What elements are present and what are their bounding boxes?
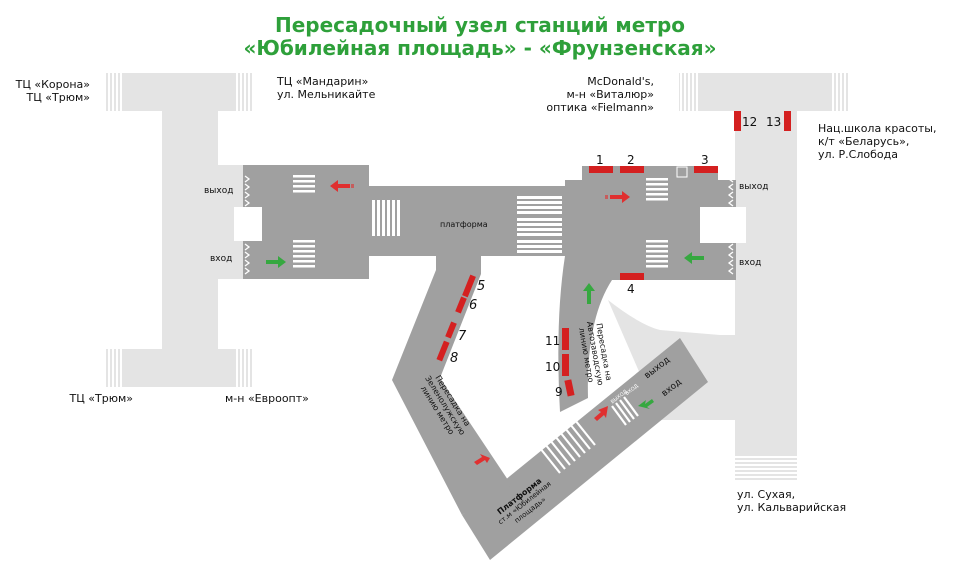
exit-number-5: 5	[477, 279, 486, 294]
red-arrow-icon	[474, 454, 490, 465]
red-arrow-icon	[594, 406, 608, 421]
stairs-icon	[104, 73, 124, 111]
exit-number-3: 3	[701, 153, 709, 167]
label-evroopt: м-н «Евроопт»	[225, 392, 309, 405]
label-fielmann: оптика «Fielmann»	[546, 101, 654, 114]
green-arrow-icon	[583, 283, 595, 304]
exit-marker-2	[620, 166, 644, 173]
exit-marker-5	[462, 274, 476, 298]
green-arrow-icon	[684, 252, 704, 264]
stairs-icon	[234, 73, 254, 111]
stairs-icon	[234, 349, 254, 387]
exit-number-4: 4	[627, 282, 635, 296]
exit-marker-12	[734, 111, 741, 131]
label-ul-suhaya: ул. Сухая,	[737, 488, 796, 501]
left-street-area	[104, 73, 254, 387]
label-tc-mandarin: ТЦ «Мандарин»	[277, 75, 369, 88]
exit-number-9: 9	[555, 385, 563, 399]
exit-marker-13	[784, 111, 791, 131]
label-ul-kalvariyskaya: ул. Кальварийская	[737, 501, 847, 514]
label-platforma-main: платформа	[440, 220, 488, 229]
label-nat-school: Нац.школа красоты,	[818, 122, 937, 135]
exit-marker-9	[564, 379, 575, 397]
stairs-icon	[830, 73, 850, 111]
exit-number-7: 7	[458, 329, 467, 344]
red-arrow-icon	[605, 191, 630, 203]
right-vestibule	[565, 166, 746, 280]
label-mcdonalds: McDonald's,	[587, 75, 654, 88]
green-arrow-icon	[266, 256, 286, 268]
exit-number-2: 2	[627, 153, 635, 167]
exit-marker-8	[436, 340, 450, 362]
label-vitalur: м-н «Виталюр»	[566, 88, 654, 101]
left-vestibule	[234, 165, 369, 279]
map-title-line1: Пересадочный узел станций метро	[274, 13, 685, 37]
main-platform	[369, 186, 565, 256]
exit-marker-7	[445, 321, 457, 339]
label-enter-right: вход	[739, 258, 762, 268]
exit-marker-4	[620, 273, 644, 280]
red-arrow-icon	[330, 180, 354, 192]
label-exit-left: выход	[204, 186, 234, 196]
green-arrow-icon	[638, 399, 654, 409]
exit-number-10: 10	[545, 360, 561, 374]
exit-markers	[436, 111, 791, 397]
label-exit-right: выход	[739, 182, 769, 192]
stairs-icon	[679, 73, 699, 111]
exit-marker-11	[562, 328, 569, 350]
right-transfer-corridor	[558, 256, 612, 412]
label-tc-korona: ТЦ «Корона»	[15, 78, 90, 91]
stairs-icon	[735, 455, 797, 479]
lower-platform	[458, 338, 708, 560]
exit-number-12: 12	[742, 115, 758, 129]
exit-number-6: 6	[469, 298, 478, 313]
label-kt-belarus: к/т «Беларусь»,	[818, 135, 910, 148]
exit-marker-6	[455, 296, 467, 314]
exit-number-13: 13	[766, 115, 782, 129]
exit-marker-3	[694, 166, 718, 173]
exit-marker-1	[589, 166, 613, 173]
exit-number-1: 1	[596, 153, 604, 167]
label-enter-left: вход	[210, 254, 233, 264]
exit-marker-10	[562, 354, 569, 376]
label-ul-melnikayte: ул. Мельникайте	[277, 88, 376, 101]
exit-number-8: 8	[450, 351, 459, 366]
exit-number-11: 11	[545, 334, 561, 348]
label-tc-trum-top: ТЦ «Трюм»	[26, 91, 90, 104]
left-transfer-corridor	[392, 256, 508, 515]
map-title-line2: «Юбилейная площадь» - «Фрунзенская»	[243, 36, 717, 60]
label-tc-trum-bottom: ТЦ «Трюм»	[69, 392, 133, 405]
label-ul-rsloboda: ул. Р.Слобода	[818, 148, 898, 161]
right-street-area	[608, 73, 850, 480]
stairs-icon	[104, 349, 124, 387]
